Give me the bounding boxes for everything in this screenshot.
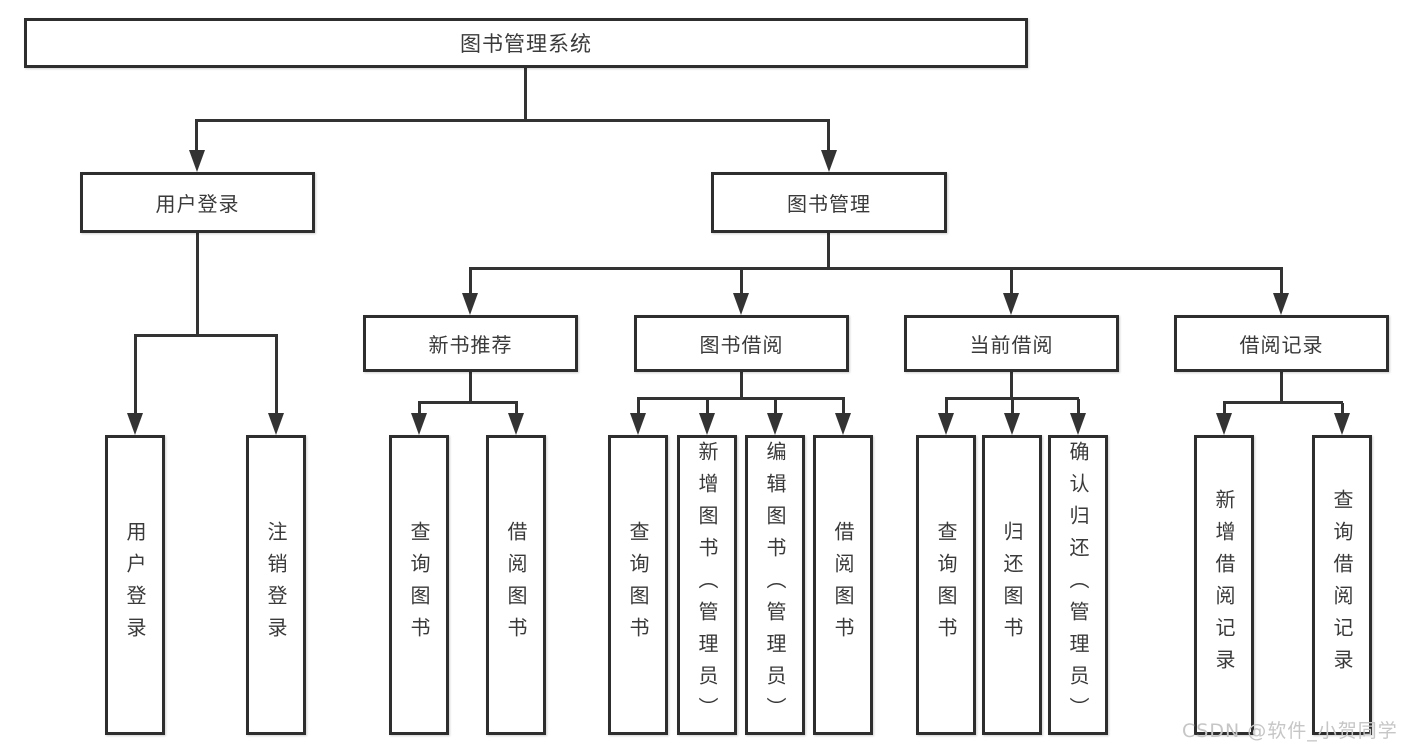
node-label: 用户登录 (155, 192, 240, 216)
node-label: 新增借阅记录 (1212, 489, 1236, 681)
node-label: 新增图书（管理员） (695, 441, 719, 729)
connector-line (1280, 269, 1283, 294)
connector-line (842, 399, 845, 414)
leaf-query-books-borrow: 查询图书 (608, 435, 668, 735)
leaf-confirm-return-admin: 确认归还（管理员） (1048, 435, 1108, 735)
connector-line (418, 403, 421, 414)
connector-line (515, 403, 518, 414)
node-user-login: 用户登录 (80, 172, 315, 233)
connector-line (827, 121, 830, 151)
connector-line (1011, 399, 1014, 414)
node-borrowing-records: 借阅记录 (1174, 315, 1389, 372)
arrow-down-icon (1273, 293, 1289, 315)
node-label: 新书推荐 (428, 333, 513, 357)
node-label: 图书借阅 (699, 333, 784, 357)
arrow-down-icon (1216, 413, 1232, 435)
node-new-book-recommendation: 新书推荐 (363, 315, 578, 372)
arrow-down-icon (189, 150, 205, 172)
connector-line (945, 399, 948, 414)
arrow-down-icon (268, 413, 284, 435)
leaf-add-books-admin: 新增图书（管理员） (677, 435, 737, 735)
connector-line (196, 233, 199, 336)
arrow-down-icon (630, 413, 646, 435)
node-label: 归还图书 (1000, 521, 1024, 649)
connector-line (945, 397, 1079, 400)
node-label: 确认归还（管理员） (1066, 441, 1090, 729)
connector-line (1341, 403, 1344, 414)
node-label: 借阅图书 (504, 521, 528, 649)
arrow-down-icon (127, 413, 143, 435)
connector-line (637, 399, 640, 414)
connector-line (1223, 403, 1226, 414)
connector-line (706, 399, 709, 414)
connector-line (195, 121, 198, 151)
connector-line (740, 372, 743, 399)
node-label: 图书管理系统 (460, 32, 592, 56)
node-library-management-system: 图书管理系统 (24, 18, 1028, 68)
leaf-logout: 注销登录 (246, 435, 306, 735)
arrow-down-icon (462, 293, 478, 315)
arrow-down-icon (1070, 413, 1086, 435)
arrow-down-icon (835, 413, 851, 435)
arrow-down-icon (821, 150, 837, 172)
arrow-down-icon (508, 413, 524, 435)
node-book-borrowing: 图书借阅 (634, 315, 849, 372)
connector-line (524, 68, 527, 121)
leaf-edit-books-admin: 编辑图书（管理员） (745, 435, 805, 735)
connector-line (469, 372, 472, 403)
leaf-add-borrow-record: 新增借阅记录 (1194, 435, 1254, 735)
connector-line (134, 334, 278, 337)
node-label: 查询借阅记录 (1330, 489, 1354, 681)
node-label: 注销登录 (264, 521, 288, 649)
node-book-management: 图书管理 (711, 172, 947, 233)
leaf-return-books: 归还图书 (982, 435, 1042, 735)
arrow-down-icon (1334, 413, 1350, 435)
arrow-down-icon (733, 293, 749, 315)
node-label: 查询图书 (934, 521, 958, 649)
connector-line (1010, 269, 1013, 294)
connector-line (418, 401, 518, 404)
csdn-watermark: CSDN @软件_小贺同学 (1182, 720, 1398, 742)
arrow-down-icon (1003, 293, 1019, 315)
connector-line (1280, 372, 1283, 403)
leaf-query-books-current: 查询图书 (916, 435, 976, 735)
arrow-down-icon (699, 413, 715, 435)
connector-line (195, 119, 830, 122)
node-label: 查询图书 (407, 521, 431, 649)
connector-line (637, 397, 845, 400)
arrow-down-icon (767, 413, 783, 435)
node-label: 图书管理 (787, 192, 871, 216)
leaf-borrow-books-recommend: 借阅图书 (486, 435, 546, 735)
connector-line (469, 269, 472, 294)
arrow-down-icon (938, 413, 954, 435)
node-label: 借阅记录 (1239, 333, 1324, 357)
node-label: 查询图书 (626, 521, 650, 649)
node-label: 当前借阅 (969, 333, 1054, 357)
node-label: 编辑图书（管理员） (763, 441, 787, 729)
connector-line (275, 336, 278, 413)
connector-line (827, 233, 830, 269)
connector-line (1077, 399, 1080, 414)
node-current-borrowing: 当前借阅 (904, 315, 1119, 372)
connector-line (774, 399, 777, 414)
connector-line (740, 269, 743, 294)
leaf-borrow-books: 借阅图书 (813, 435, 873, 735)
connector-line (134, 336, 137, 413)
arrow-down-icon (1004, 413, 1020, 435)
leaf-query-books-recommend: 查询图书 (389, 435, 449, 735)
node-label: 借阅图书 (831, 521, 855, 649)
connector-line (1223, 401, 1343, 404)
leaf-user-login: 用户登录 (105, 435, 165, 735)
connector-line (469, 267, 1283, 270)
connector-line (1010, 372, 1013, 399)
leaf-query-borrow-record: 查询借阅记录 (1312, 435, 1372, 735)
arrow-down-icon (411, 413, 427, 435)
node-label: 用户登录 (123, 521, 147, 649)
